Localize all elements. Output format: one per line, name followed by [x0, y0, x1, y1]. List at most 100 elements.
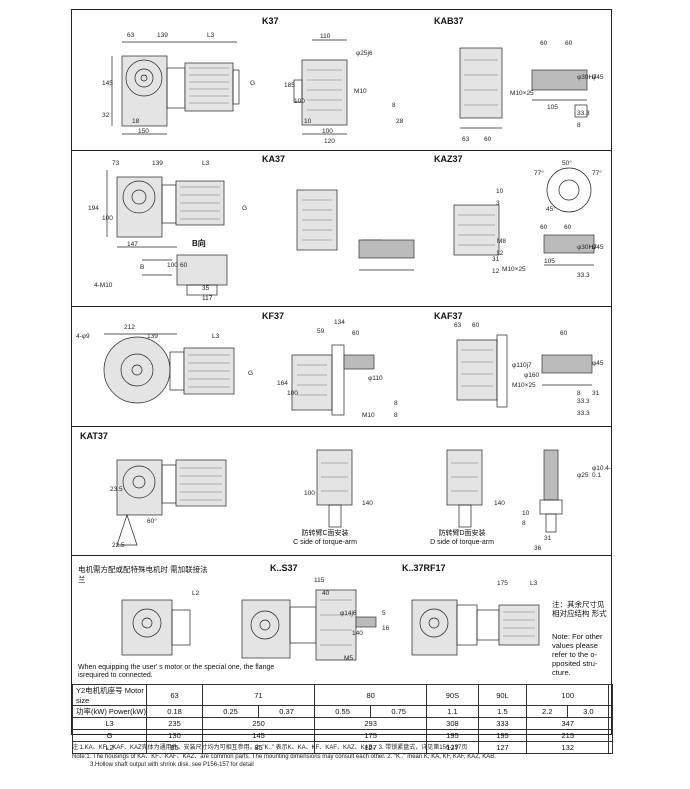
- table-header-cell: Y2电机机座号 Motor size: [72, 684, 147, 706]
- dim-kat37: φ25: [577, 472, 589, 479]
- dim-ks37: 5: [382, 610, 386, 617]
- kf37-title: KF37: [262, 311, 285, 321]
- panel-divider: [72, 555, 611, 556]
- dim-kaf37: φ45: [592, 360, 604, 367]
- dim-ka37: 35: [202, 285, 210, 292]
- dim-ka37: 100: [167, 262, 178, 269]
- dim-ka37: 147: [127, 241, 138, 248]
- dim-kf37: 8: [394, 400, 398, 407]
- dim-kat37: 100: [304, 490, 315, 497]
- table-row: 功率(kW) Power(kW) 0.18 0.25 0.37 0.55 0.7…: [72, 705, 613, 718]
- dim-kat37: 36: [534, 545, 542, 552]
- dim-kat37: 8: [522, 520, 526, 527]
- table-row: L2 85 85 127 127 127 132: [72, 741, 613, 754]
- dim-kab37: 60: [565, 40, 573, 47]
- dim-kf37: M10: [362, 412, 375, 419]
- dim-kaf37: 31: [592, 390, 600, 397]
- dim-k37: 120: [324, 138, 335, 145]
- k37-front-drawing: [293, 39, 348, 135]
- dim-ka37: 117: [202, 295, 213, 302]
- dim-kf37: 60: [352, 330, 360, 337]
- dim-kaz37: 60: [564, 224, 572, 231]
- dim-kf37: 8: [394, 412, 398, 419]
- dim-k37: 28: [396, 118, 404, 125]
- kaz37-drawing: [453, 167, 595, 266]
- panel-divider: [72, 426, 611, 427]
- kaf37-title: KAF37: [434, 311, 463, 321]
- table-cell: 0.55: [314, 705, 372, 718]
- k37-title: K37: [262, 16, 279, 26]
- dim-kaf37: φ160: [524, 372, 540, 379]
- table-cell: 1.1: [426, 705, 479, 718]
- table-cell: 333: [477, 717, 528, 730]
- dim-kaz37: 33.3: [577, 272, 590, 279]
- dim-k37: 150: [138, 128, 149, 135]
- dim-kaf37: M10×25: [512, 382, 536, 389]
- ka37-side-drawing: [106, 170, 225, 248]
- panel-divider: [72, 150, 611, 151]
- dim-ka37: 100: [102, 215, 113, 222]
- table-cell: [608, 729, 613, 742]
- dim-k37: G: [250, 80, 256, 87]
- kat37-side-drawing: [116, 459, 227, 546]
- dim-k37: 10: [304, 118, 312, 125]
- dim-kab37: 105: [547, 104, 558, 111]
- dim-ks37: 40: [322, 590, 330, 597]
- b-view-label: B向: [192, 239, 206, 248]
- kf37-front-drawing: [291, 344, 375, 416]
- table-row: L3 235 250 293 308 333 347: [72, 717, 613, 730]
- table-header-cell: 71: [202, 684, 316, 706]
- table-cell: 1.5: [477, 705, 528, 718]
- d-side-note-en: D side of torque-arm: [430, 539, 494, 546]
- table-cell: 250: [202, 717, 316, 730]
- kab37-title: KAB37: [434, 16, 464, 26]
- table-label-cell: L2: [72, 741, 147, 754]
- table-cell: 0.37: [258, 705, 316, 718]
- dim-k37: M10: [354, 88, 367, 95]
- table-header-cell: [608, 684, 613, 706]
- dim-kat37: 10: [522, 510, 530, 517]
- kaf37-drawing: [456, 334, 593, 408]
- kf37-side-drawing: [103, 333, 235, 404]
- dim-kab37: 33.3: [577, 110, 590, 117]
- dim-ka37: G: [242, 205, 248, 212]
- table-cell: 132: [526, 741, 610, 754]
- dim-k37: 139: [157, 32, 168, 39]
- dim-kaf37: 8: [577, 390, 581, 397]
- table-label-cell: L3: [72, 717, 147, 730]
- dim-kf37: 134: [334, 319, 345, 326]
- motor-flange-note-cn: 电机需方配或配特殊电机时 需加联接法兰: [78, 565, 208, 584]
- dim-krf17: L3: [530, 580, 538, 587]
- side-note-cn: 注：其余尺寸见 相对应结构 形式: [552, 600, 607, 618]
- kab37-drawing: [459, 47, 503, 129]
- kaz37-title: KAZ37: [434, 154, 463, 164]
- table-cell: 127: [314, 741, 428, 754]
- panel-divider: [72, 306, 611, 307]
- dim-ka37: B: [140, 264, 145, 271]
- table-cell: 0.75: [370, 705, 428, 718]
- dim-kaf37: φ110j7: [512, 362, 532, 369]
- dim-krf17: 175: [497, 580, 508, 587]
- dim-kab37: 8: [577, 122, 581, 129]
- dim-kaz37: 12: [492, 268, 500, 275]
- dim-kab37: φ45: [592, 74, 604, 81]
- dim-kaz37: 50°: [562, 160, 572, 167]
- dim-kf37: G: [248, 370, 254, 377]
- dim-kat37: 140: [362, 500, 373, 507]
- dim-kaz37: 31: [492, 256, 500, 263]
- ka37-title: KA37: [262, 154, 286, 164]
- dim-ks37: 16: [382, 625, 390, 632]
- dim-ks37: φ14j6: [340, 610, 357, 617]
- k37-side-drawing: [111, 41, 240, 135]
- dim-k37: φ25j6: [356, 50, 373, 57]
- table-label-cell: G: [72, 729, 147, 742]
- dim-kf37: 212: [124, 324, 135, 331]
- table-header-cell: 100: [526, 684, 610, 706]
- dim-kaz37: M10×25: [502, 266, 526, 273]
- table-row: Y2电机机座号 Motor size 63 71 80 90S 90L 100: [72, 684, 613, 706]
- dim-kf37: 59: [317, 328, 325, 335]
- table-cell: [608, 717, 613, 730]
- ks37-title: K..S37: [270, 563, 298, 573]
- dim-k37: 8: [392, 102, 396, 109]
- dim-k37: L3: [207, 32, 215, 39]
